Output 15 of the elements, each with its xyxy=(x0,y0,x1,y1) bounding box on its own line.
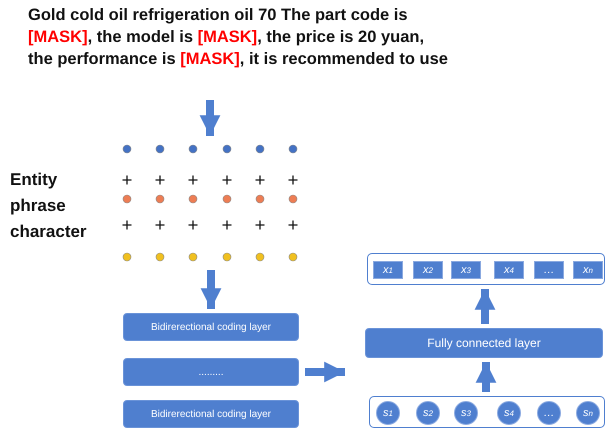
layer-box: ......... xyxy=(123,358,299,386)
block-arrow xyxy=(474,289,496,324)
block-arrow xyxy=(305,362,345,382)
block-arrow xyxy=(476,362,496,392)
sequence-row-box xyxy=(369,396,605,428)
block-arrow xyxy=(200,100,220,136)
sequence-row-box xyxy=(367,253,605,285)
state-circle: … xyxy=(537,401,561,425)
layer-box: Bidirerectional coding layer xyxy=(123,313,299,341)
row-label: Entity phrase character xyxy=(10,169,88,243)
layer-box: Bidirerectional coding layer xyxy=(123,400,299,428)
block-arrow xyxy=(200,270,222,309)
layer-box: Fully connected layer xyxy=(365,328,603,358)
input-sentence: Gold cold oil refrigeration oil 70 The part code is [MASK], the model is [MASK], the price is 20 yuan, the performance is [MASK], it is recommended to use xyxy=(28,4,448,96)
output-token-box: … xyxy=(534,261,564,279)
